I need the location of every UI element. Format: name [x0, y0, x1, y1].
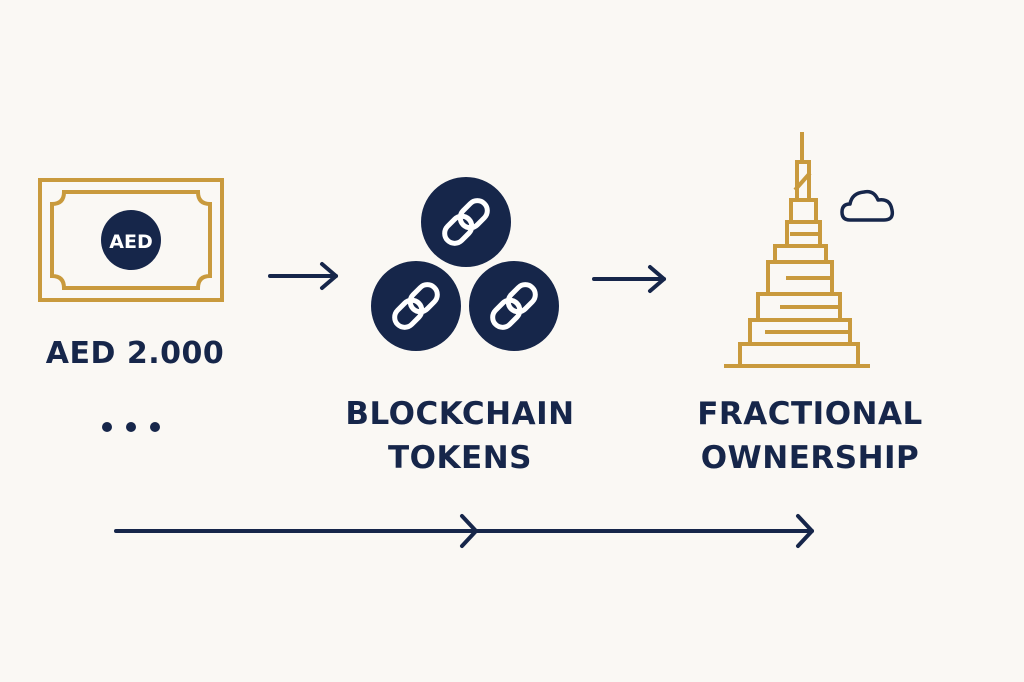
amount-label: AED 2.000 — [45, 336, 225, 371]
timeline-arrow — [114, 514, 814, 548]
ownership-label-line2: OWNERSHIP — [700, 440, 920, 476]
ellipsis-icon — [102, 422, 160, 432]
banknote-currency: AED — [109, 231, 152, 253]
arrow-icon — [592, 265, 666, 293]
cloud-icon — [840, 189, 895, 222]
chain-link-coins-icon — [367, 173, 563, 355]
tower-icon — [724, 132, 870, 368]
banknote-seal — [101, 210, 161, 270]
tokens-label-line1: BLOCKCHAIN — [345, 396, 575, 432]
arrow-icon — [268, 262, 338, 290]
tokens-label-line2: TOKENS — [388, 440, 532, 476]
ownership-label-line1: FRACTIONAL — [697, 396, 923, 432]
banknote-icon — [38, 178, 224, 302]
